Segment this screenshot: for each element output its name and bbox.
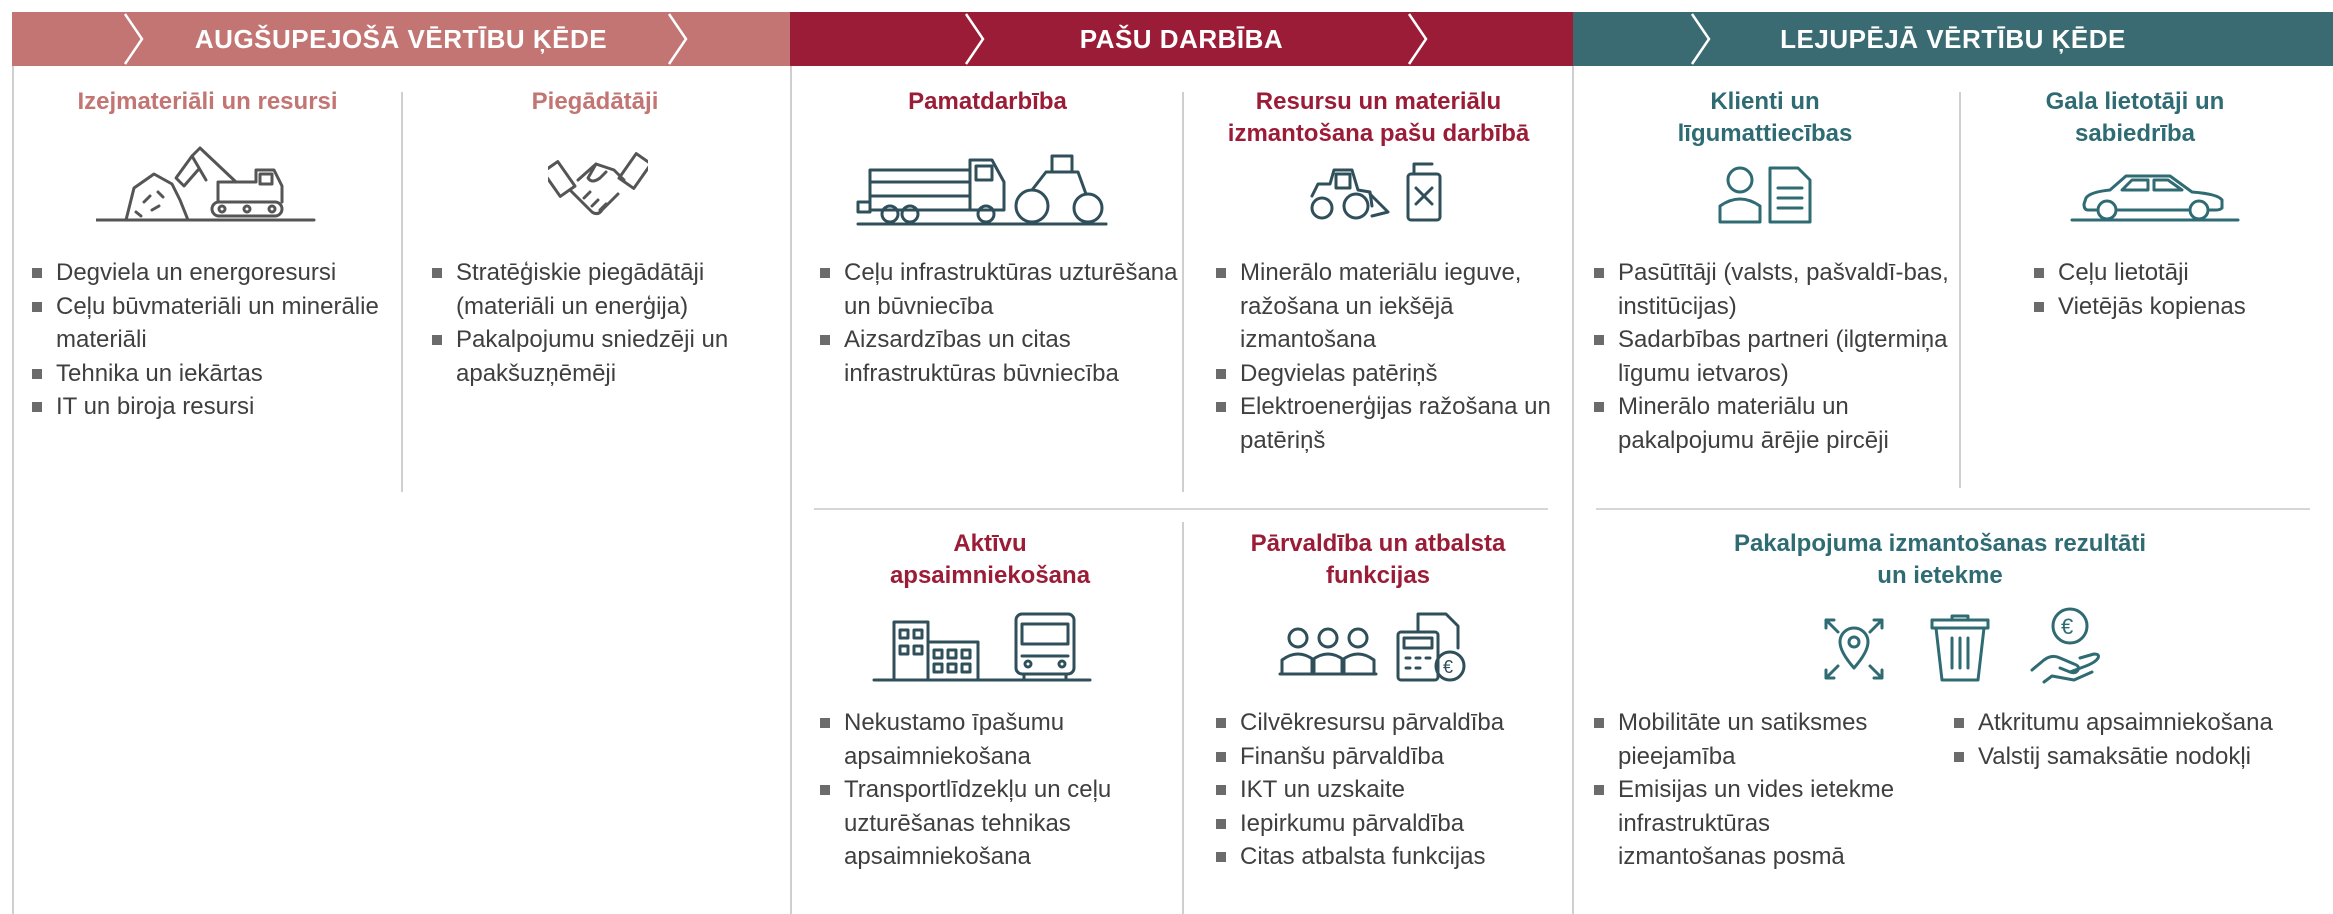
list-item: Nekustamo īpašumu apsaimniekošana [818, 706, 1178, 773]
row-divider [814, 508, 1548, 510]
management-title: Pārvaldība un atbalsta funkcijas [1250, 530, 1506, 589]
section-divider [12, 66, 14, 914]
suppliers-list: Stratēģiskie piegādātāji (materiāli un e… [430, 256, 785, 390]
euro-hand-icon: € [2030, 606, 2104, 684]
own-band-title: PAŠU DARBĪBA [1079, 23, 1284, 54]
tractor-canister-icon [1308, 160, 1448, 224]
list-item: Citas atbalsta funkcijas [1214, 840, 1569, 874]
column-divider [1959, 92, 1961, 488]
location-pin-icon [1822, 616, 1886, 682]
row-divider [1596, 508, 2310, 510]
results-title: Pakalpojuma izmantošanas rezultāti un ie… [1733, 530, 2147, 589]
chevron-icon [667, 13, 688, 65]
results-list-right: Atkritumu apsaimniekošana Valstij samaks… [1952, 706, 2327, 773]
list-item: Minerālo materiālu ieguve, ražošana un i… [1214, 256, 1569, 357]
asset-management-title: Aktīvu apsaimniekošana [889, 530, 1091, 589]
raw-materials-title: Izejmateriāli un resursi [77, 88, 338, 115]
suppliers-title: Piegādātāji [531, 88, 659, 115]
section-divider [1572, 66, 1574, 914]
raw-materials-list: Degviela un energoresursi Ceļu būvmateri… [30, 256, 395, 424]
downstream-band: LEJUPĒJĀ VĒRTĪBU ĶĒDE [1573, 12, 2333, 66]
list-item: Ceļu būvmateriāli un minerālie materiāli [30, 290, 395, 357]
resource-use-title: Resursu un materiālu izmantošana pašu da… [1227, 88, 1530, 147]
list-item: Valstij samaksātie nodokļi [1952, 740, 2327, 774]
list-item: Iepirkumu pārvaldība [1214, 807, 1569, 841]
list-item: Vietējās kopienas [2032, 290, 2292, 324]
downstream-band-title: LEJUPĒJĀ VĒRTĪBU ĶĒDE [1780, 23, 2126, 54]
section-divider [790, 66, 792, 914]
column-divider [401, 92, 403, 492]
end-users-title: Gala lietotāji un sabiedrība [2045, 88, 2225, 147]
building-bus-icon [872, 610, 1092, 684]
chevron-icon [123, 13, 144, 65]
list-item: Aizsardzības un citas infrastruktūras bū… [818, 323, 1178, 390]
list-item: Finanšu pārvaldība [1214, 740, 1569, 774]
list-item: IT un biroja resursi [30, 390, 395, 424]
list-item: Elektroenerģijas ražošana un patēriņš [1214, 390, 1569, 457]
car-icon [2070, 170, 2240, 226]
end-users-list: Ceļu lietotāji Vietējās kopienas [2032, 256, 2292, 323]
list-item: IKT un uzskaite [1214, 773, 1569, 807]
list-item: Tehnika un iekārtas [30, 357, 395, 391]
asset-management-list: Nekustamo īpašumu apsaimniekošana Transp… [818, 706, 1178, 874]
list-item: Ceļu lietotāji [2032, 256, 2292, 290]
chevron-icon [1690, 13, 1711, 65]
truck-roller-icon [856, 152, 1108, 226]
excavator-icon [96, 140, 316, 226]
management-list: Cilvēkresursu pārvaldība Finanšu pārvald… [1214, 706, 1569, 874]
clients-list: Pasūtītāji (valsts, pašvaldī-bas, instit… [1592, 256, 1957, 457]
list-item: Sadarbības partneri (ilgtermiņa līgumu i… [1592, 323, 1957, 390]
svg-text:€: € [2061, 614, 2073, 639]
list-item: Ceļu infrastruktūras uzturēšana un būvni… [818, 256, 1178, 323]
people-calculator-icon: € [1278, 608, 1474, 684]
list-item: Emisijas un vides ietekme infrastruktūra… [1592, 773, 1922, 874]
list-item: Cilvēkresursu pārvaldība [1214, 706, 1569, 740]
list-item: Minerālo materiālu un pakalpojumu ārējie… [1592, 390, 1957, 457]
chevron-icon [964, 13, 985, 65]
trash-bin-icon [1928, 614, 1992, 684]
results-list-left: Mobilitāte un satiksmes pieejamība Emisi… [1592, 706, 1922, 874]
clients-title: Klienti un līgumattiecības [1677, 88, 1853, 147]
list-item: Stratēģiskie piegādātāji (materiāli un e… [430, 256, 785, 323]
list-item: Degvielas patēriņš [1214, 357, 1569, 391]
core-activity-title: Pamatdarbība [908, 88, 1067, 115]
svg-text:€: € [1443, 657, 1453, 677]
core-activity-list: Ceļu infrastruktūras uzturēšana un būvni… [818, 256, 1178, 390]
column-divider [1182, 522, 1184, 914]
chevron-icon [1407, 13, 1428, 65]
column-divider [1182, 92, 1184, 492]
list-item: Mobilitāte un satiksmes pieejamība [1592, 706, 1922, 773]
person-document-icon [1718, 164, 1814, 224]
list-item: Pakalpojumu sniedzēji un apakšuzņēmēji [430, 323, 785, 390]
upstream-band-title: AUGŠUPEJOŠĀ VĒRTĪBU ĶĒDE [194, 23, 608, 54]
handshake-icon [548, 150, 648, 222]
resource-use-list: Minerālo materiālu ieguve, ražošana un i… [1214, 256, 1569, 457]
list-item: Transportlīdzekļu un ceļu uzturēšanas te… [818, 773, 1178, 874]
list-item: Degviela un energoresursi [30, 256, 395, 290]
list-item: Pasūtītāji (valsts, pašvaldī-bas, instit… [1592, 256, 1957, 323]
own-band: PAŠU DARBĪBA [790, 12, 1573, 66]
list-item: Atkritumu apsaimniekošana [1952, 706, 2327, 740]
